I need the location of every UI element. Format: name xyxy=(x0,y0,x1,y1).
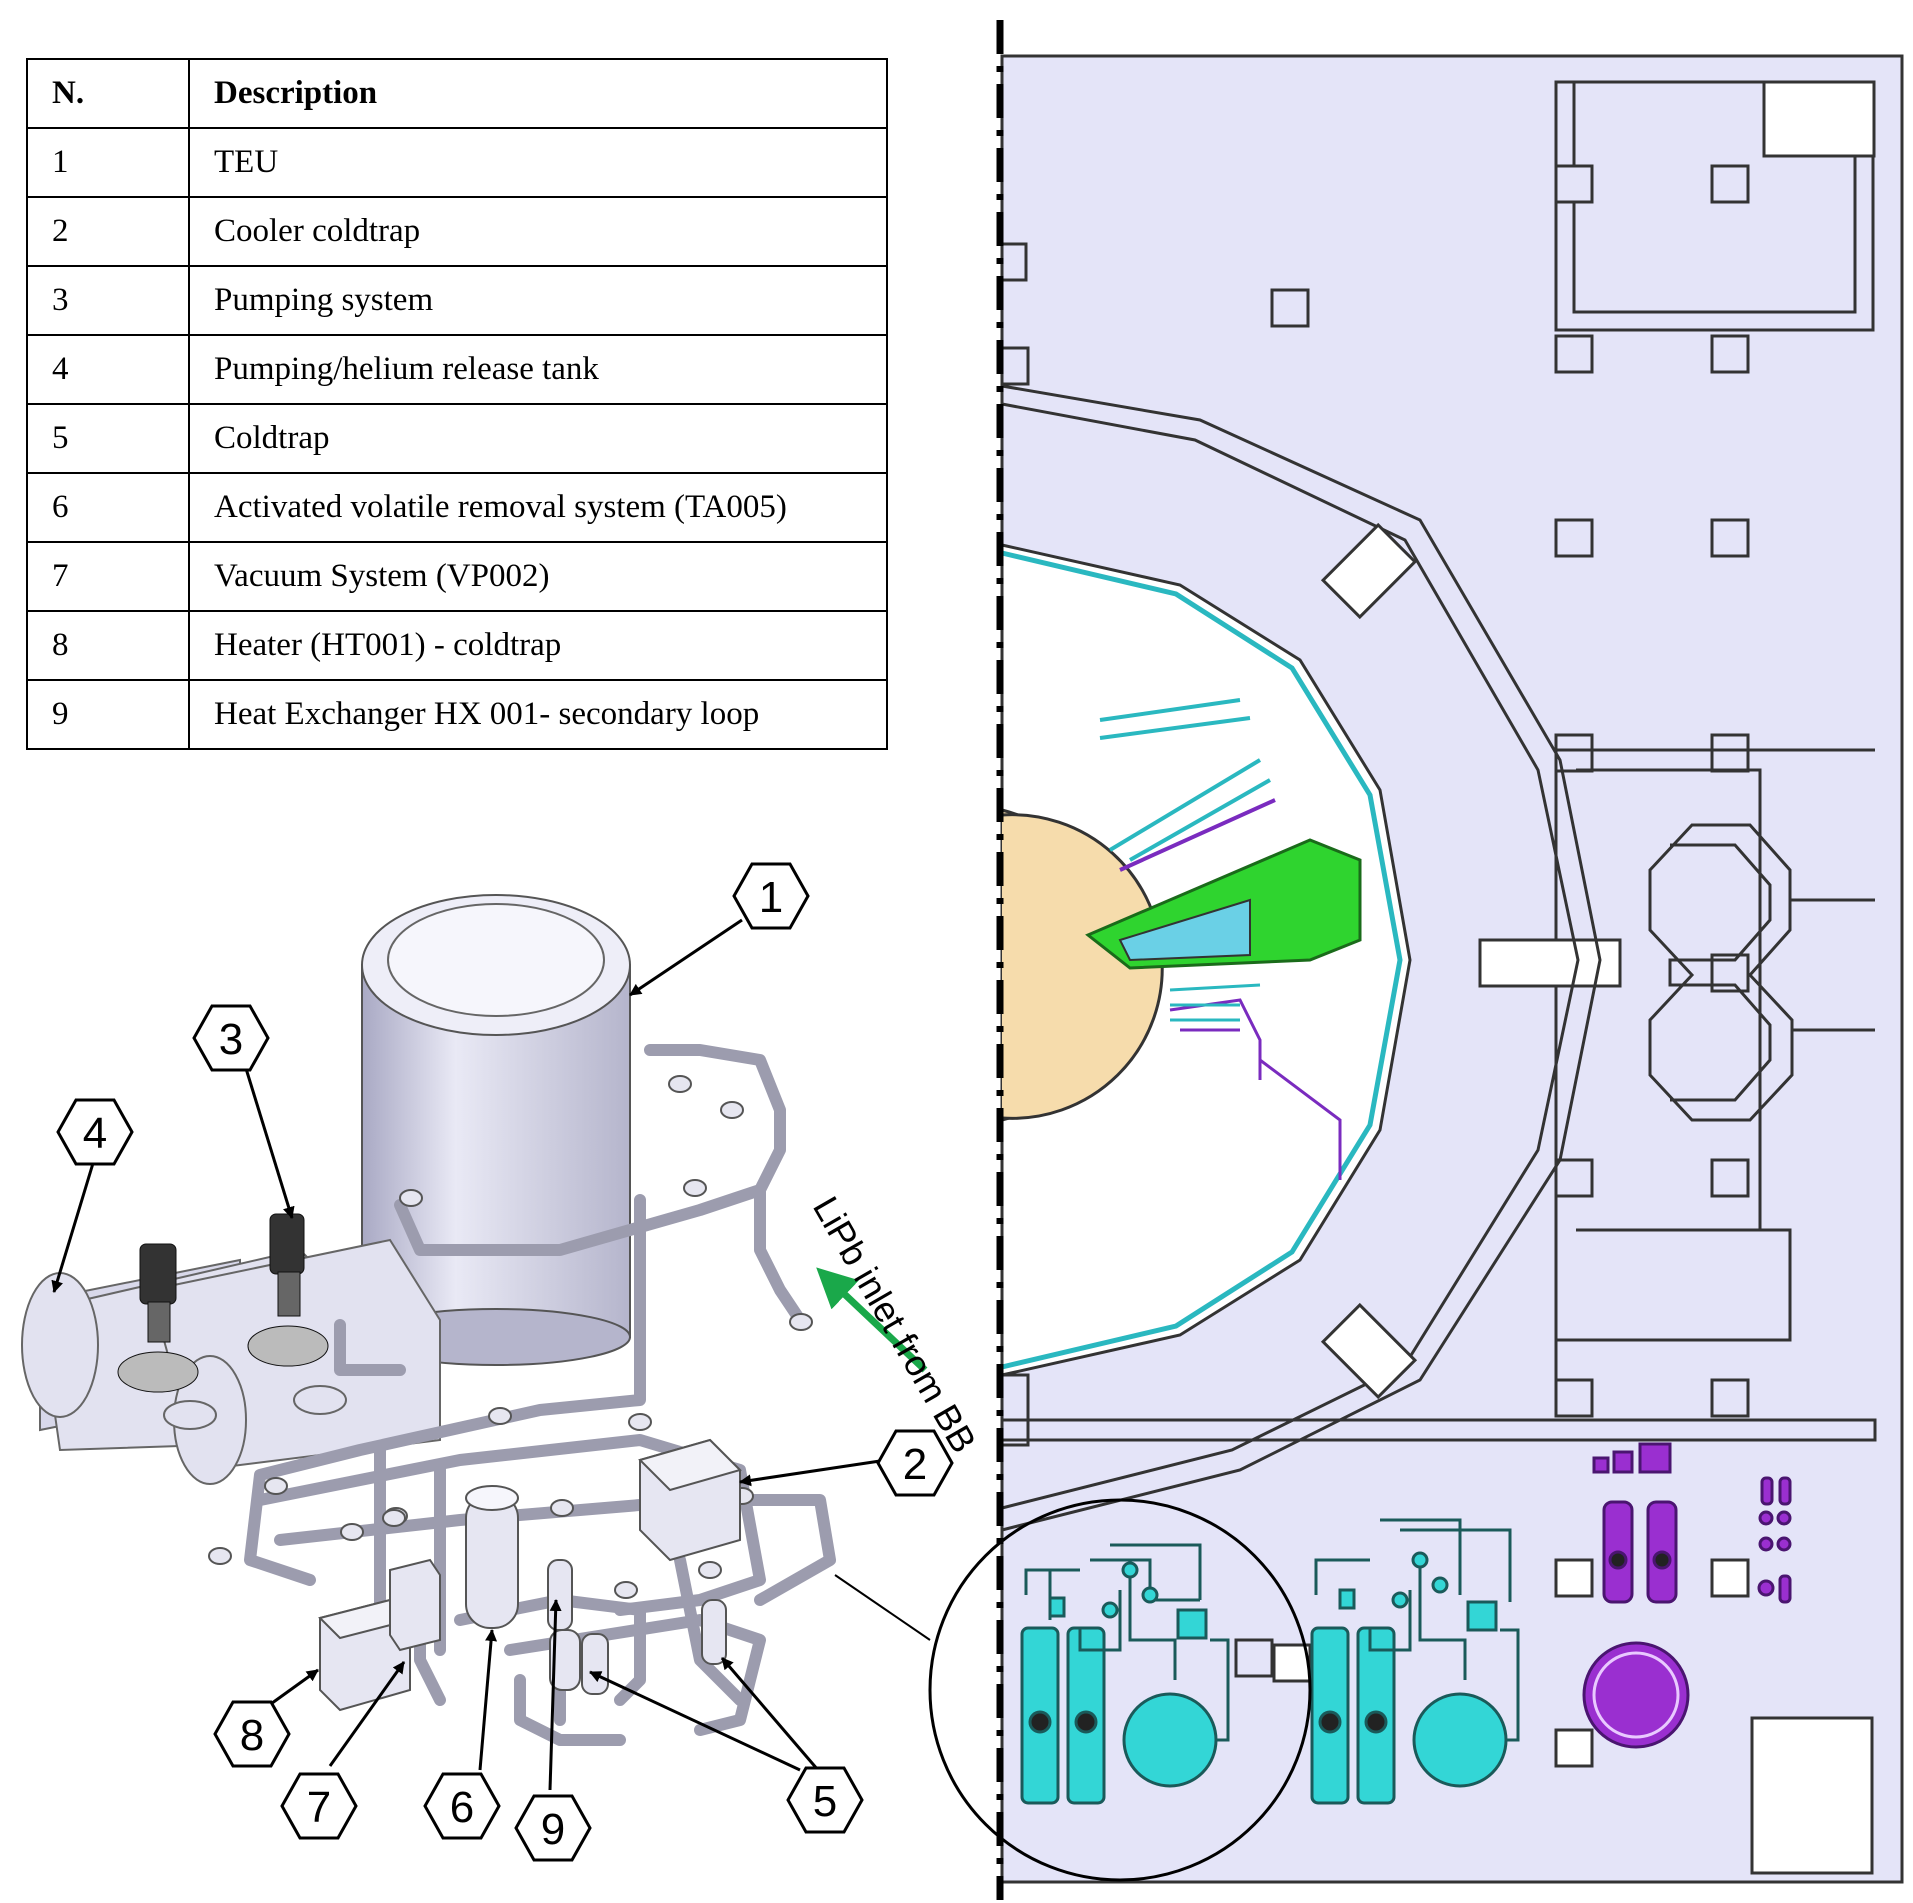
legend-number: 5 xyxy=(26,403,190,474)
legend-number: 1 xyxy=(26,127,190,198)
cooler-coldtrap-box xyxy=(638,1438,742,1562)
callout-6-hexagon xyxy=(423,1772,501,1840)
cyan-equipment-cluster-1 xyxy=(1020,1543,1230,1805)
callout-2-hexagon xyxy=(876,1429,954,1497)
legend-number: 2 xyxy=(26,196,190,267)
legend-description: Heater (HT001) - coldtrap xyxy=(188,610,888,681)
callout-4: 4 xyxy=(83,1109,107,1158)
heat-exchanger xyxy=(547,1559,581,1691)
legend-header-description: Description xyxy=(188,58,888,129)
pump-motors xyxy=(117,1213,329,1393)
callout-2: 2 xyxy=(903,1440,927,1489)
callout-3: 3 xyxy=(219,1015,243,1064)
legend-description: Vacuum System (VP002) xyxy=(188,541,888,612)
green-component xyxy=(1085,698,1362,1180)
callout-numbers: 1 2 3 4 5 6 7 8 9 xyxy=(83,873,927,1854)
volatile-removal-vessel xyxy=(465,1485,519,1629)
teu-tank xyxy=(361,894,631,1366)
legend-description: Pumping/helium release tank xyxy=(188,334,888,405)
highlight-circle xyxy=(928,1498,1312,1882)
callout-9-hexagon xyxy=(514,1794,592,1862)
callout-6: 6 xyxy=(450,1783,474,1832)
inlet-arrow xyxy=(816,1267,928,1373)
callout-5-hexagon xyxy=(786,1766,864,1834)
callout-7: 7 xyxy=(307,1783,331,1832)
bioshield-ring xyxy=(1001,384,1602,1532)
callout-9: 9 xyxy=(541,1805,565,1854)
legend-description: Activated volatile removal system (TA005… xyxy=(188,472,888,543)
legend-number: 9 xyxy=(26,679,190,750)
heater-box xyxy=(318,1558,441,1712)
callout-8-hexagon xyxy=(213,1700,291,1768)
callout-8: 8 xyxy=(240,1711,264,1760)
legend-header-row: N. Description xyxy=(26,58,888,129)
legend-description: TEU xyxy=(188,127,888,198)
legend-description: Heat Exchanger HX 001- secondary loop xyxy=(188,679,888,750)
callouts xyxy=(51,862,954,1862)
inlet-label: LiPb inlet from BB xyxy=(805,1190,985,1460)
legend-number: 3 xyxy=(26,265,190,336)
legend-number: 6 xyxy=(26,472,190,543)
callout-7-hexagon xyxy=(280,1772,358,1840)
legend-number: 7 xyxy=(26,541,190,612)
legend-description: Coldtrap xyxy=(188,403,888,474)
callout-3-hexagon xyxy=(192,1004,270,1072)
legend-description: Pumping system xyxy=(188,265,888,336)
purple-equipment xyxy=(1582,1442,1792,1749)
legend-number: 8 xyxy=(26,610,190,681)
callout-5: 5 xyxy=(813,1777,837,1826)
callout-1: 1 xyxy=(759,873,783,922)
legend-number: 4 xyxy=(26,334,190,405)
legend-description: Cooler coldtrap xyxy=(188,196,888,267)
building-plan xyxy=(928,20,1904,1900)
callout-1-hexagon xyxy=(732,862,810,930)
legend-header-number: N. xyxy=(26,58,190,129)
callout-4-hexagon xyxy=(56,1098,134,1166)
vessel-cyan-liner xyxy=(1001,550,1403,1370)
equipment-3d-view xyxy=(21,894,836,1746)
cyan-equipment-cluster-2 xyxy=(1310,1518,1520,1805)
